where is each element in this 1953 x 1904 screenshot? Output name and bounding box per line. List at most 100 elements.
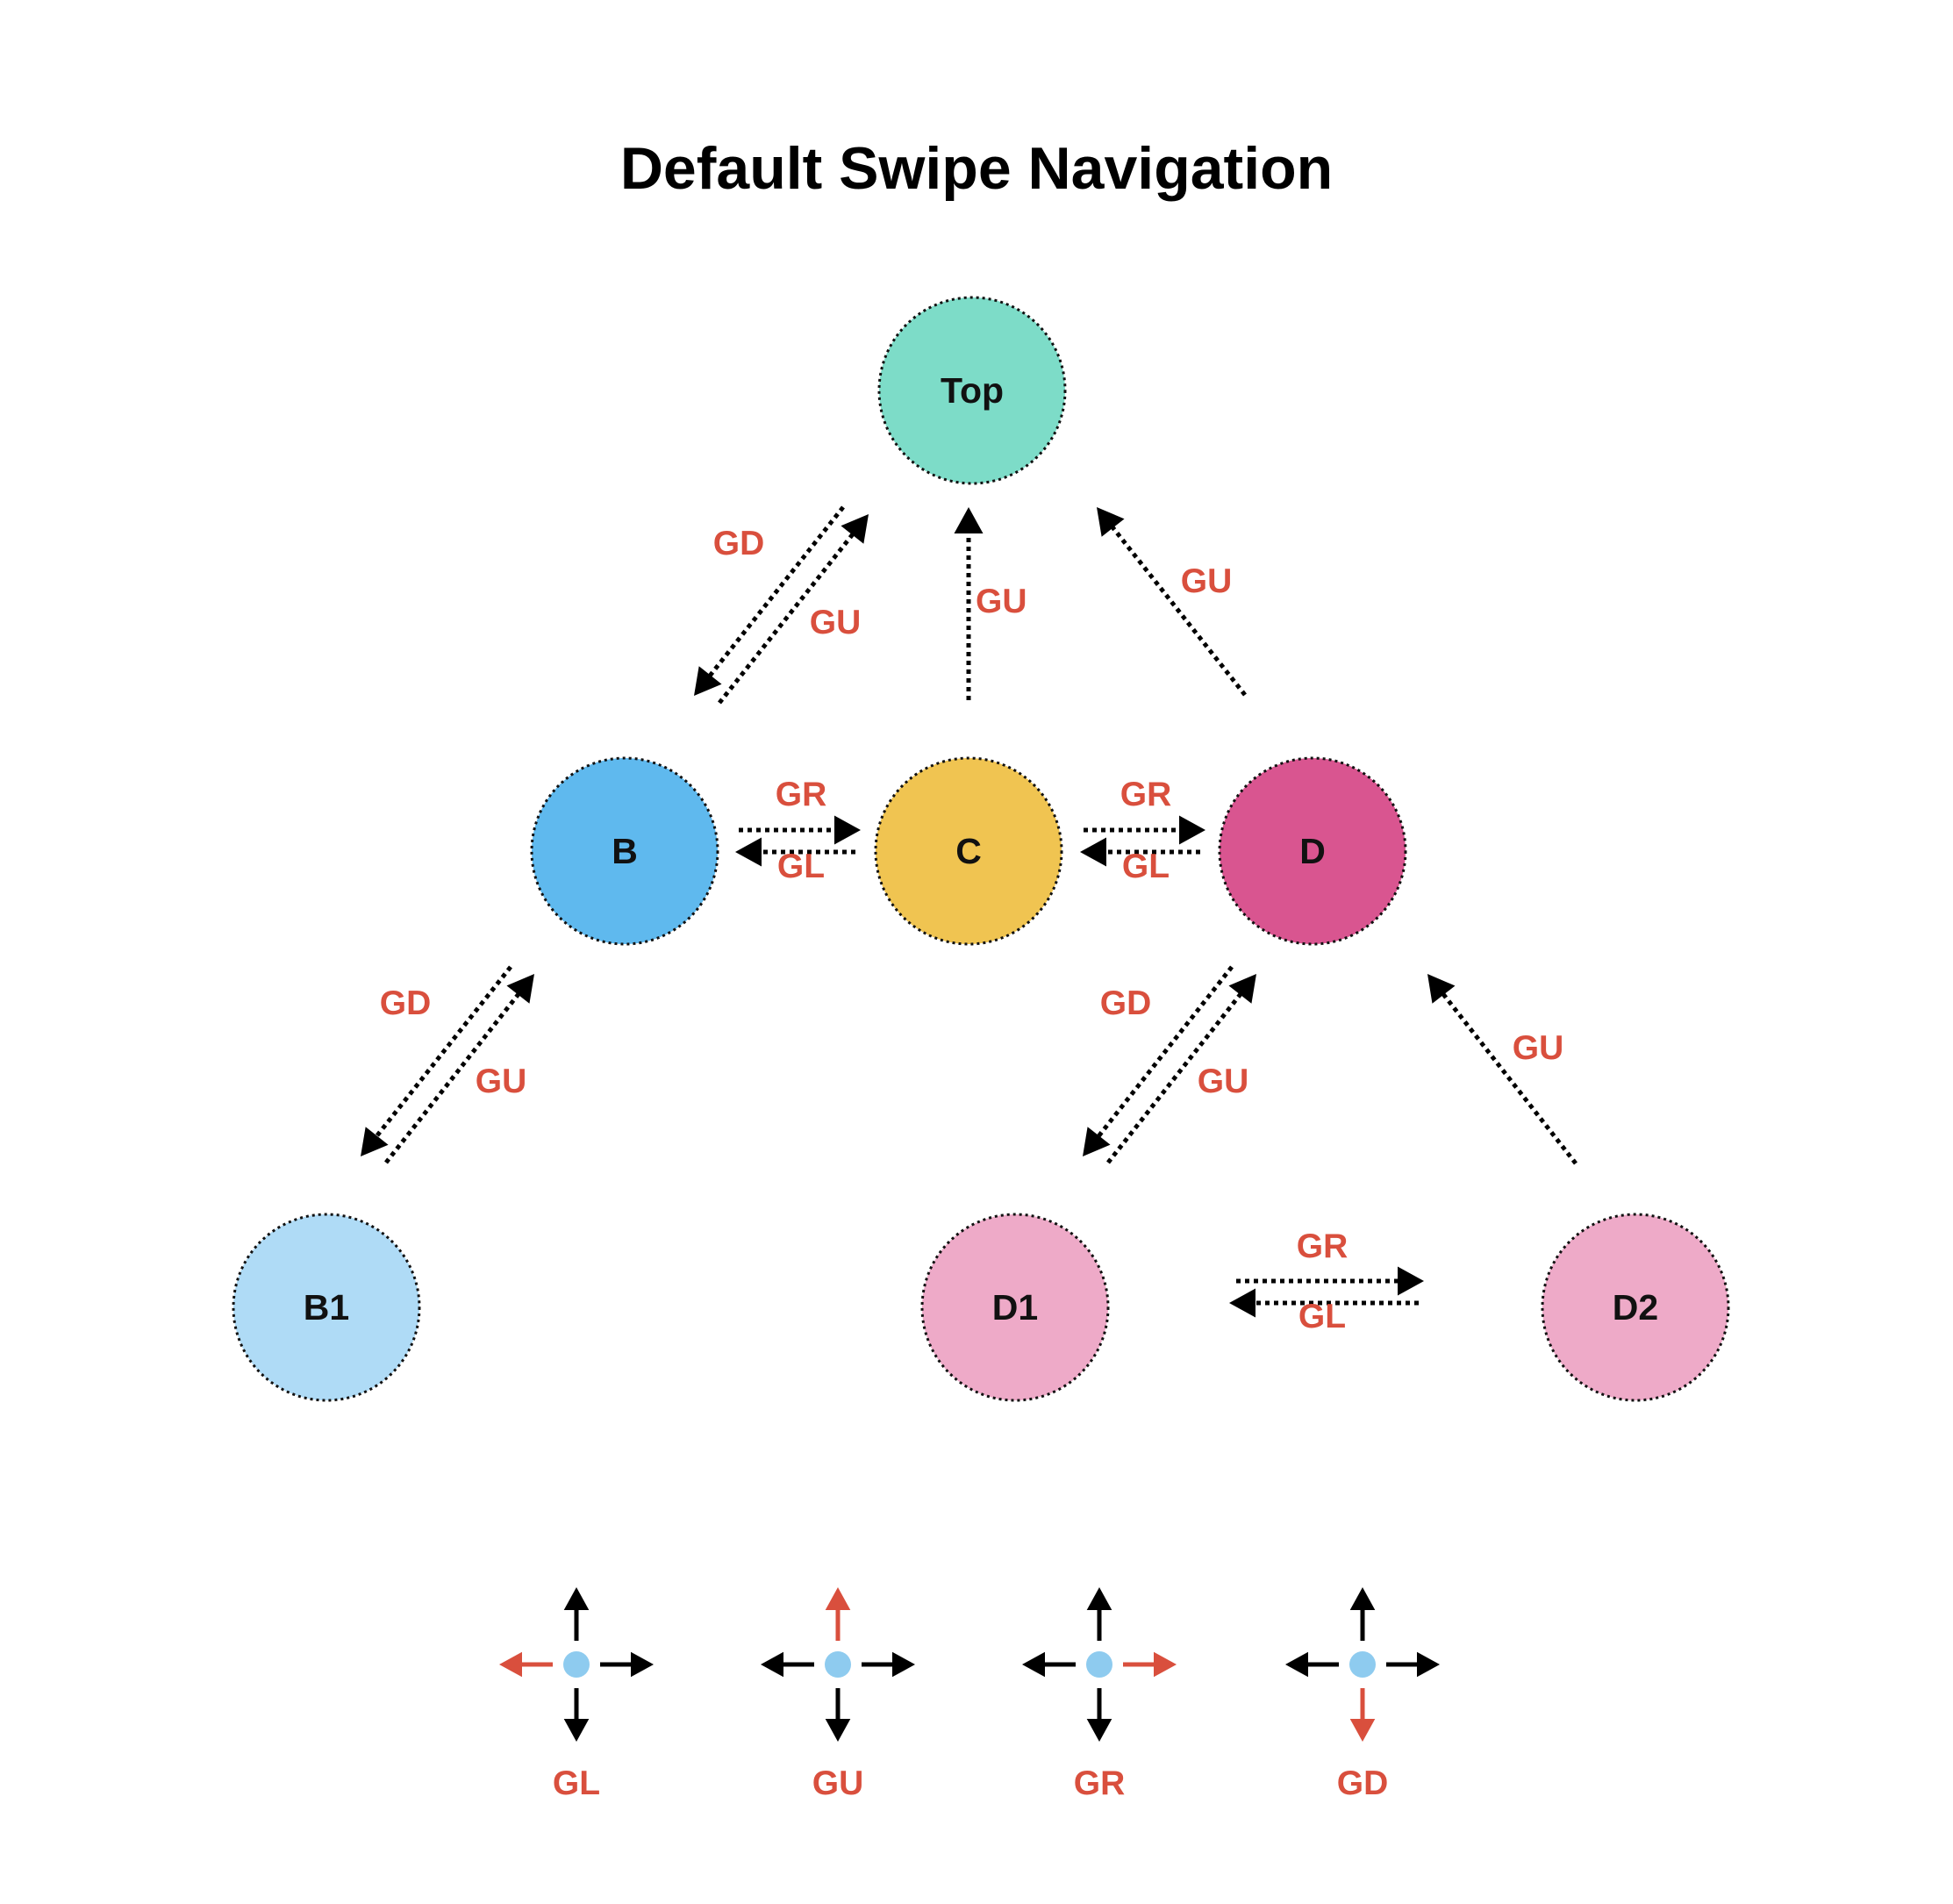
edge-arrowhead [694, 666, 722, 696]
edge-d-to-d1: GD [1083, 965, 1234, 1156]
legend-item-gd: GD [1285, 1587, 1440, 1802]
edge-arrowhead [735, 837, 762, 867]
edge-label: GR [1120, 776, 1172, 813]
node-circle [1218, 756, 1407, 946]
edge-label: GU [476, 1063, 527, 1100]
arrow-right-icon [1417, 1651, 1440, 1678]
arrow-right-icon [1154, 1651, 1177, 1678]
edge-label: GD [1100, 984, 1152, 1022]
node-d1: D1 [920, 1213, 1110, 1402]
edge-arrowhead [1083, 1127, 1111, 1156]
edge-b-to-b1: GD [361, 965, 512, 1156]
edge-label: GU [976, 583, 1027, 620]
edge-label: GL [1298, 1298, 1346, 1335]
edge-arrowhead [1097, 507, 1125, 537]
node-label: D2 [1613, 1287, 1658, 1328]
node-d: D [1218, 756, 1407, 946]
legend-label: GR [1074, 1764, 1126, 1802]
edge-line [373, 965, 512, 1141]
node-circle [877, 296, 1067, 485]
arrow-left-icon [761, 1651, 783, 1678]
arrow-down-icon [825, 1719, 851, 1742]
edge-b-to-top: GU [718, 514, 869, 705]
edge-d1-to-d: GU [1106, 974, 1256, 1164]
edge-d2-to-d: GU [1427, 974, 1577, 1165]
arrow-up-icon [825, 1587, 851, 1610]
arrow-left-icon [1285, 1651, 1308, 1678]
edge-arrowhead [1228, 974, 1256, 1004]
edge-label: GU [1513, 1029, 1564, 1067]
legend-item-gl: GL [499, 1587, 654, 1802]
node-circle [232, 1213, 421, 1402]
edge-label: GD [380, 984, 432, 1022]
node-d2: D2 [1541, 1213, 1730, 1402]
edge-b1-to-b: GU [384, 974, 534, 1164]
arrow-left-icon [499, 1651, 522, 1678]
node-label: D [1299, 831, 1326, 871]
edge-arrowhead [1229, 1288, 1256, 1318]
edge-line [1106, 990, 1244, 1164]
node-c: C [874, 756, 1063, 946]
edge-c-to-d: GR [1084, 776, 1205, 845]
legend-label: GD [1337, 1764, 1389, 1802]
node-label: B1 [304, 1287, 349, 1328]
arrow-up-icon [1086, 1587, 1112, 1610]
touch-dot-icon [1086, 1651, 1112, 1678]
edge-c-to-b: GL [735, 837, 855, 885]
arrow-right-icon [892, 1651, 915, 1678]
edge-arrowhead [1080, 837, 1106, 867]
edge-label: GL [1122, 848, 1170, 885]
edge-arrowhead [1427, 974, 1456, 1004]
edge-label: GL [777, 848, 825, 885]
edge-line [1109, 523, 1247, 697]
edge-arrowhead [1179, 815, 1205, 845]
touch-dot-icon [563, 1651, 590, 1678]
touch-dot-icon [1349, 1651, 1376, 1678]
arrow-up-icon [1349, 1587, 1376, 1610]
node-circle [874, 756, 1063, 946]
edge-c-to-top: GU [954, 507, 1027, 700]
legend-label: GU [812, 1764, 864, 1802]
edge-label: GR [1297, 1228, 1348, 1265]
arrow-right-icon [631, 1651, 654, 1678]
edge-top-to-b: GD [694, 505, 845, 696]
node-top: Top [877, 296, 1067, 485]
node-circle [1541, 1213, 1730, 1402]
edge-arrowhead [841, 514, 869, 544]
arrow-down-icon [1086, 1719, 1112, 1742]
edge-arrowhead [954, 507, 984, 533]
edge-b-to-c: GR [739, 776, 861, 845]
edge-label: GU [810, 604, 862, 641]
edge-d2-to-d1: GL [1229, 1288, 1419, 1335]
edge-line [706, 505, 845, 680]
edge-label: GR [776, 776, 827, 813]
node-circle [530, 756, 719, 946]
edge-d1-to-d2: GR [1236, 1228, 1424, 1296]
node-circle [920, 1213, 1110, 1402]
node-label: B [612, 831, 638, 871]
edge-label: GU [1198, 1063, 1249, 1100]
arrow-down-icon [1349, 1719, 1376, 1742]
legend-item-gr: GR [1022, 1587, 1177, 1802]
node-b: B [530, 756, 719, 946]
arrow-down-icon [563, 1719, 590, 1742]
edge-line [384, 990, 522, 1164]
edge-label: GU [1181, 562, 1233, 600]
legend-item-gu: GU [761, 1587, 915, 1802]
node-b1: B1 [232, 1213, 421, 1402]
node-label: C [955, 831, 982, 871]
node-label: Top [941, 370, 1004, 411]
legend-label: GL [553, 1764, 600, 1802]
arrow-up-icon [563, 1587, 590, 1610]
edge-d-to-c: GL [1080, 837, 1200, 885]
edge-arrowhead [834, 815, 861, 845]
edge-d-to-top: GU [1097, 507, 1247, 697]
edge-line [1095, 965, 1234, 1141]
edge-arrowhead [1398, 1266, 1424, 1296]
edge-arrowhead [361, 1127, 389, 1156]
arrow-left-icon [1022, 1651, 1045, 1678]
edge-arrowhead [506, 974, 534, 1004]
